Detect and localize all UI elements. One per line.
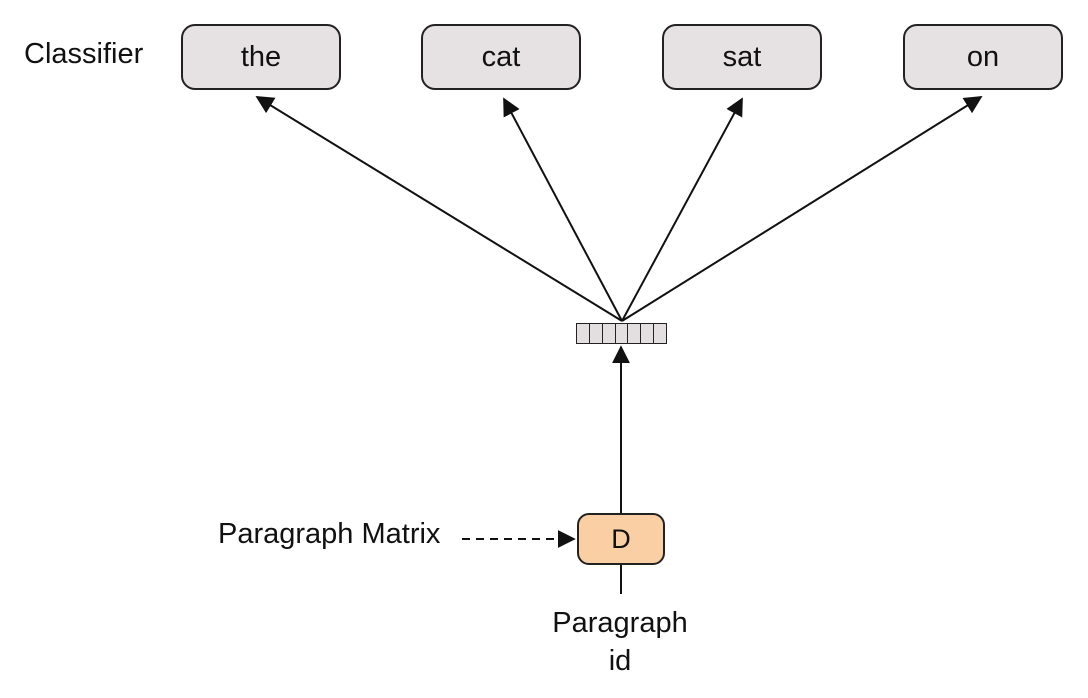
paragraph-id-label-line1: Paragraph — [552, 607, 688, 639]
paragraph-vector — [576, 323, 667, 344]
vector-cell — [590, 324, 603, 343]
word-node-on: on — [903, 24, 1063, 90]
paragraph-matrix-label: Paragraph Matrix — [218, 518, 441, 550]
vector-cell — [628, 324, 642, 343]
arrow-to-cat — [503, 97, 623, 322]
paragraph-node-d: D — [577, 513, 665, 565]
word-node-cat: cat — [421, 24, 581, 90]
word-node-sat: sat — [662, 24, 822, 90]
arrow-to-the — [255, 96, 623, 322]
word-node-the: the — [181, 24, 341, 90]
vector-cell — [641, 324, 655, 343]
arrow-to-on — [621, 96, 983, 322]
paragraph-id-label-line2: id — [608, 645, 632, 677]
vector-cell — [577, 324, 590, 343]
paragraph-id-label: Paragraph id — [520, 604, 720, 680]
classifier-label: Classifier — [24, 38, 144, 70]
vector-cell — [603, 324, 616, 343]
arrow-to-sat — [621, 97, 743, 322]
vector-cell — [616, 324, 629, 343]
vector-cell — [654, 324, 666, 343]
